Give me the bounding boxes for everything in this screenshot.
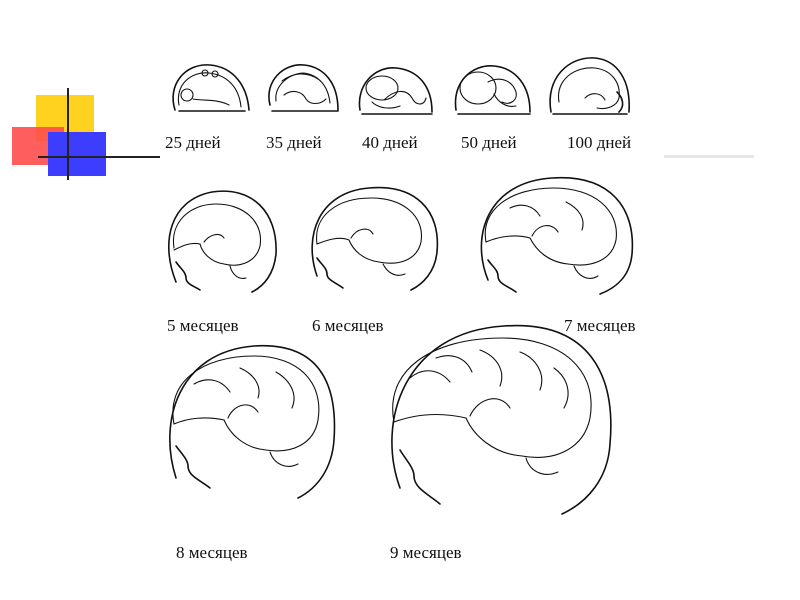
stage-label: 6 месяцев <box>312 316 384 335</box>
fetus-7-months-figure <box>480 176 634 295</box>
embryo-40-days-figure <box>358 67 433 115</box>
fetus-9-months-figure <box>391 324 612 515</box>
fetus-100-days-figure <box>549 57 630 115</box>
vertical-divider-line <box>67 88 69 180</box>
stage-label: 25 дней <box>165 133 221 152</box>
stage-label: 7 месяцев <box>564 316 636 335</box>
fetus-6-months-figure <box>311 186 439 291</box>
stage-label: 40 дней <box>362 133 418 152</box>
blue-square <box>48 132 106 176</box>
stage-label: 100 дней <box>567 133 632 152</box>
embryo-35-days-figure <box>268 64 339 112</box>
embryo-25-days-figure <box>172 64 250 112</box>
stage-label: 50 дней <box>461 133 517 152</box>
embryo-50-days-figure <box>454 65 531 115</box>
fetus-8-months-figure <box>169 345 336 499</box>
fetus-5-months-figure <box>168 190 277 293</box>
title-underline-right <box>664 155 754 158</box>
stage-label: 35 дней <box>266 133 322 152</box>
stage-label: 9 месяцев <box>390 543 462 562</box>
stage-label: 8 месяцев <box>176 543 248 562</box>
stage-label: 5 месяцев <box>167 316 239 335</box>
horizontal-divider-line <box>38 156 160 158</box>
